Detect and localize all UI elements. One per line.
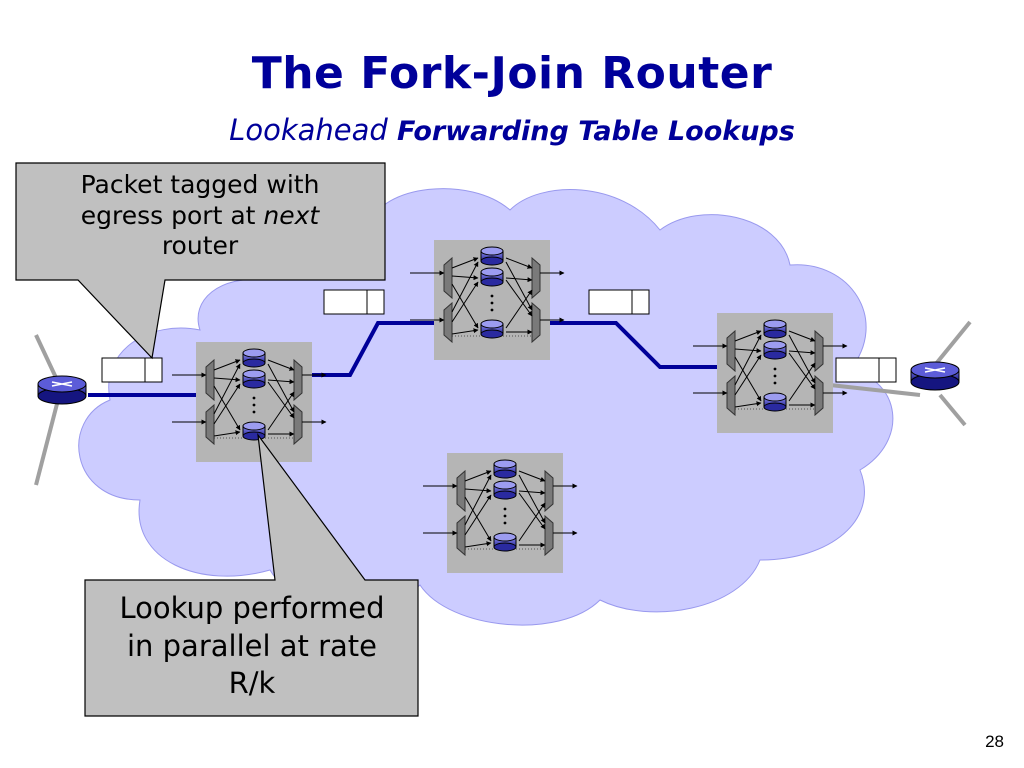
router-cylinder-icon: [910, 361, 960, 391]
callout-shape-top: [15, 162, 386, 360]
callout-line: router: [161, 231, 239, 260]
callout-text: egress port at: [80, 200, 264, 230]
backbone-links: [88, 321, 720, 397]
callout-emphasis: next: [263, 200, 320, 230]
callout-line: in parallel at rate: [126, 628, 378, 663]
callout-lookup-parallel: Lookup performed in parallel at rate R/k: [88, 590, 416, 703]
page-number: 28: [985, 732, 1004, 751]
router-cylinder-icon: [37, 375, 87, 405]
callout-line: R/k: [228, 666, 276, 701]
subtitle-italic: Lookahead: [229, 113, 388, 147]
callout-line: Packet tagged with: [80, 170, 320, 199]
subtitle-bold: Forwarding Table Lookups: [397, 116, 795, 147]
callout-shape-bottom: [84, 432, 419, 717]
callout-line: Lookup performed: [119, 591, 385, 625]
packet-header-icon: [101, 289, 897, 383]
callout-line: egress port at next: [18, 201, 382, 232]
slide-title: The Fork-Join Router: [251, 48, 773, 99]
callout-packet-tagged: Packet tagged with egress port at next r…: [18, 170, 382, 262]
slide-subtitle: Lookahead Forwarding Table Lookups: [0, 113, 1024, 147]
